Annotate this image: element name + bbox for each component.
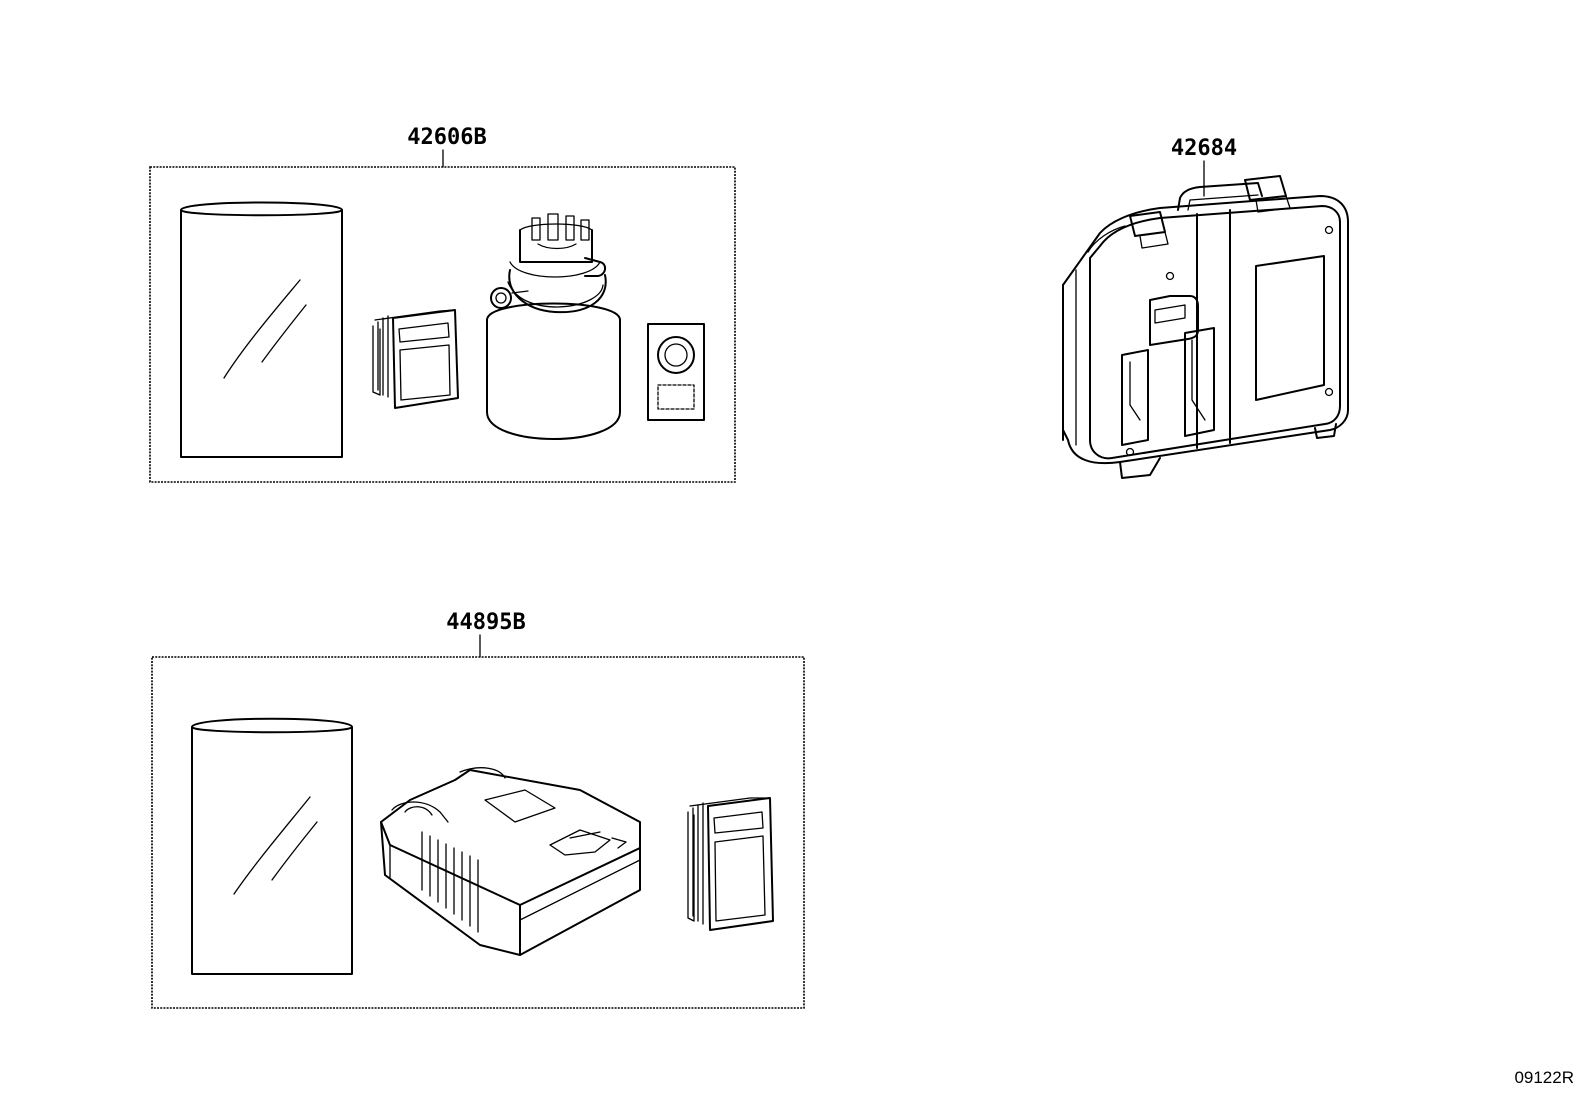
diagram-code: 09122R (1514, 1068, 1574, 1087)
storage-case-icon[interactable] (1062, 175, 1349, 479)
instruction-booklet-icon[interactable] (687, 797, 774, 931)
kit-42606b-frame (149, 166, 736, 483)
plastic-bag-icon[interactable] (191, 717, 353, 975)
air-compressor-icon[interactable] (380, 767, 641, 956)
part-label-42684[interactable]: 42684 (1171, 136, 1237, 161)
warning-sticker-icon[interactable] (647, 323, 705, 421)
kit-42606b-group: 42606B (149, 125, 736, 483)
instruction-booklet-icon[interactable] (372, 309, 459, 409)
plastic-bag-icon[interactable] (180, 201, 343, 458)
compressor-vent-grille (421, 831, 479, 933)
part-label-42606b[interactable]: 42606B (407, 125, 486, 150)
kit-44895b-group: 44895B (151, 610, 805, 1009)
sealant-bottle-icon[interactable] (486, 213, 621, 440)
case-42684-group: 42684 (1062, 136, 1349, 479)
part-label-44895b[interactable]: 44895B (446, 610, 525, 635)
kit-44895b-frame (151, 656, 805, 1009)
